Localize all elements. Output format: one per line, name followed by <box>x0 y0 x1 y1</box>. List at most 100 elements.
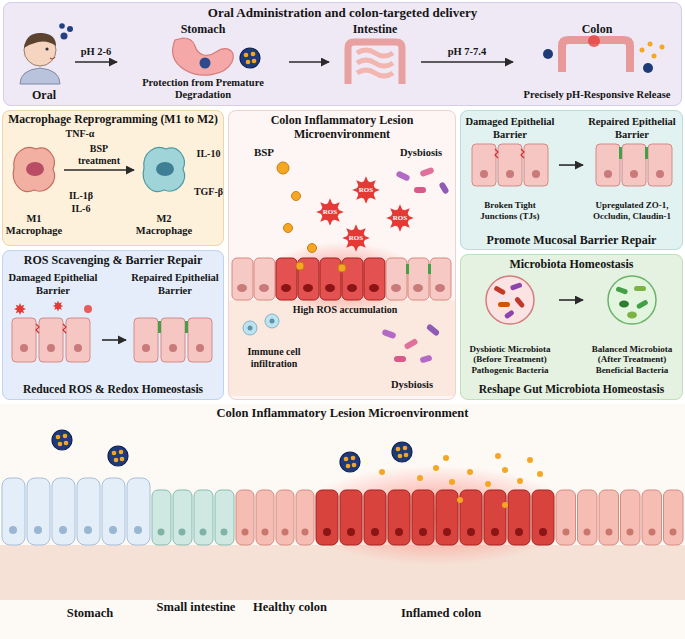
epithelium-figure <box>188 318 212 362</box>
label-text: IL-10 <box>193 148 224 160</box>
epithelium-figure <box>39 318 63 362</box>
node-text: Colon <box>582 22 613 36</box>
child-figure <box>61 33 68 40</box>
tissue-band <box>9 526 17 534</box>
lesion-figure <box>229 162 455 396</box>
tissue-band <box>556 490 576 545</box>
panel-ground <box>0 404 685 639</box>
tissue-band <box>621 490 641 545</box>
tissue-band <box>84 526 92 534</box>
epithelium-figure <box>20 344 28 352</box>
microbiota-figure <box>636 299 649 309</box>
panel-ground <box>228 110 456 400</box>
stomach-step: StomachProtection from Premature Degrada… <box>118 20 288 104</box>
barrier-figure <box>604 170 612 178</box>
tissue-band <box>52 478 75 545</box>
tissue-band <box>443 528 451 536</box>
tissue-band <box>508 490 530 545</box>
tissue-band <box>282 529 289 536</box>
label-text: High ROS accumulation <box>283 304 407 316</box>
barrier-panel: Promote Mucosal Barrier Repair Damaged Ep… <box>460 110 683 250</box>
tissue-band <box>242 529 249 536</box>
barrier-figure <box>648 144 672 186</box>
panel-title: Reduced ROS & Redox Homeostasis <box>23 383 203 397</box>
tissue-band <box>2 478 25 545</box>
edge-label: BSP treatment <box>74 143 124 167</box>
colon-figure <box>660 45 665 50</box>
intestine-figure <box>357 50 393 76</box>
child-figure <box>20 23 73 84</box>
epithelium-figure <box>53 301 64 312</box>
lesion-figure <box>284 224 293 233</box>
tissue-band <box>388 490 410 545</box>
lesion-figure <box>281 284 291 292</box>
lesion-figure <box>394 356 406 362</box>
lesion-figure <box>264 242 420 314</box>
panel-title: Promote Mucosal Barrier Repair <box>487 233 657 247</box>
barrier-figure <box>645 147 648 159</box>
tissue-band <box>395 528 403 536</box>
tissue-band <box>670 529 677 536</box>
lesion-figure <box>316 198 344 226</box>
tissue-band <box>200 529 207 536</box>
lesion-figure <box>386 258 407 300</box>
epithelium-figure <box>185 321 188 333</box>
arrow-connector <box>289 61 329 63</box>
barrier-figure <box>656 170 664 178</box>
panel-ground <box>460 110 683 250</box>
tissue-band <box>491 528 499 536</box>
lesion-figure <box>229 300 455 396</box>
tissue-band <box>642 490 662 545</box>
tissue-band <box>371 528 379 536</box>
lesion-figure <box>259 284 269 292</box>
barrier-figure <box>630 170 638 178</box>
node-text: M1 Macrophage <box>6 213 62 238</box>
lesion-figure <box>296 262 304 270</box>
node-text: Precisely pH-Responsive Release <box>524 89 671 102</box>
tissue-band <box>302 529 309 536</box>
colon-figure <box>648 42 653 47</box>
tissue-band <box>527 457 533 463</box>
lesion-figure <box>419 167 434 177</box>
damaged-barrier: Damaged Epithelial Barrier <box>5 270 101 374</box>
node-text: Repaired Epithelial Barrier <box>587 116 677 141</box>
lesion-figure <box>419 355 432 364</box>
tissue-band <box>276 490 294 545</box>
lesion-figure <box>248 326 253 331</box>
tissue-band <box>436 490 458 545</box>
epithelium-figure <box>134 318 158 362</box>
barrier-figure <box>506 170 514 178</box>
panel-ground <box>2 110 224 246</box>
label-text: BSP <box>248 146 280 159</box>
lesion-figure <box>338 264 346 272</box>
tissue-band <box>457 497 463 503</box>
balanced-microbiota: Balanced Microbiota (After Treatment) Be… <box>584 274 680 378</box>
tissue-band <box>127 478 150 545</box>
node-text: Intestine <box>353 22 398 36</box>
barrier-figure <box>480 170 488 178</box>
child-figure <box>20 68 60 84</box>
microbiota-panel: Microbiota HomeostasisReshape Gut Microb… <box>460 254 683 400</box>
ros-panel: ROS Scavenging & Barrier RepairReduced R… <box>2 250 224 400</box>
lesion-figure <box>391 284 401 292</box>
node-text: Broken Tight Junctions (TJs) <box>465 200 555 222</box>
panel-ground <box>2 250 224 400</box>
barrier-figure <box>495 149 524 158</box>
lesion-figure <box>292 192 301 201</box>
damaged-barrier: Damaged Epithelial BarrierBroken Tight J… <box>462 114 558 224</box>
tissue-band <box>256 490 274 545</box>
node-text: Colon Inflammatory Lesion Microenvironme… <box>217 406 469 421</box>
label-text: Small intestine <box>156 600 236 615</box>
epithelium-figure <box>14 303 26 315</box>
tissue-band <box>102 478 125 545</box>
tissue-band <box>539 528 547 536</box>
lesion-figure <box>265 314 279 328</box>
lesion-figure <box>414 187 426 193</box>
tissue-band <box>485 481 491 487</box>
repaired-barrier: Repaired Epithelial Barrier <box>127 270 223 374</box>
child-figure <box>59 23 65 29</box>
label-text: Dysbiosis <box>380 379 444 392</box>
tissue-band <box>649 529 656 536</box>
colon-figure <box>543 35 665 73</box>
